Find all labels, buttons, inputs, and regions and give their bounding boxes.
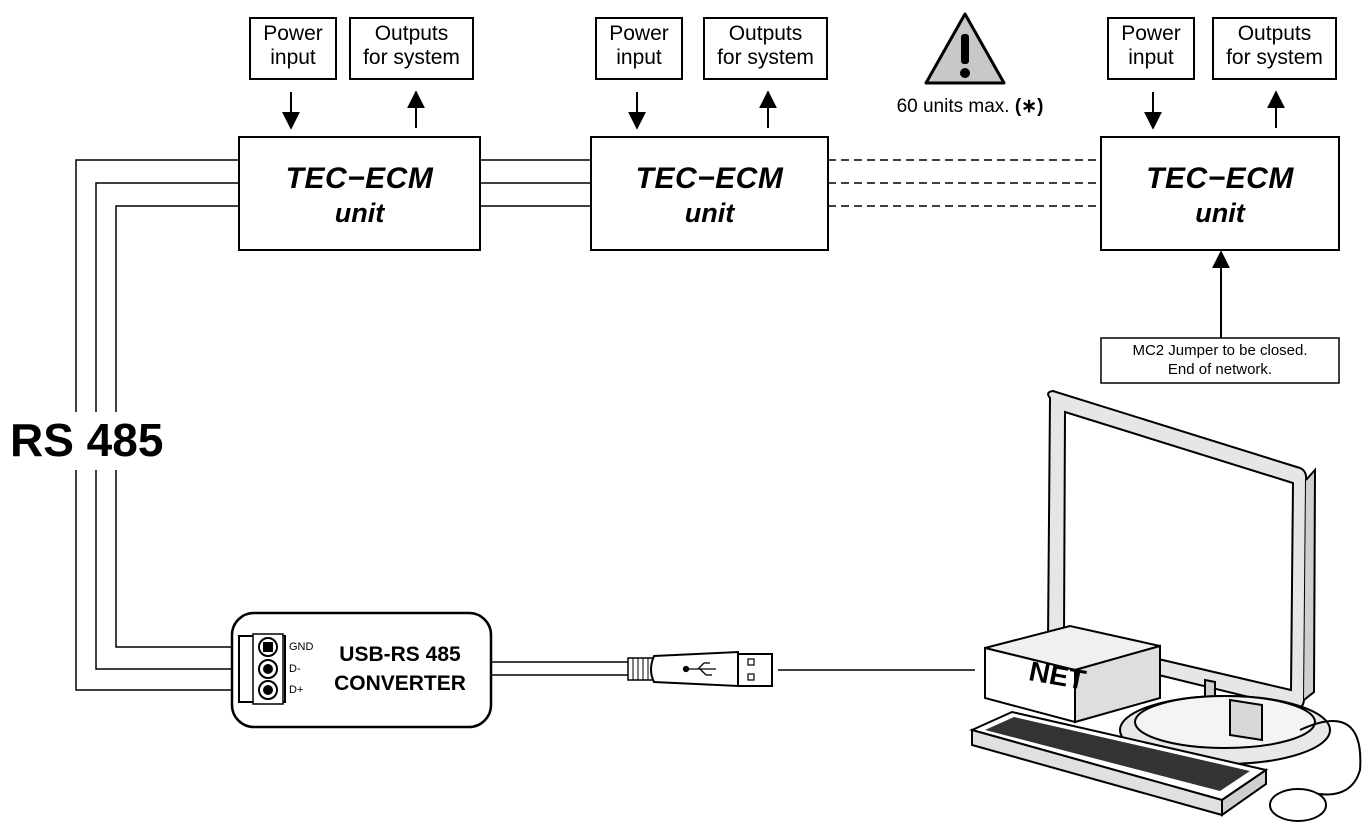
power-input-label: Power input bbox=[1121, 22, 1181, 70]
unit-title: TEC−ECM bbox=[285, 162, 434, 195]
usb-plug-icon bbox=[627, 650, 773, 688]
outputs-label: Outputs for system bbox=[363, 22, 460, 70]
converter-line1: USB-RS 485 bbox=[339, 643, 461, 666]
unit-subtitle: unit bbox=[684, 198, 735, 228]
jumper-note-line1: MC2 Jumper to be closed. bbox=[1132, 342, 1308, 359]
rs485-label-bg bbox=[10, 412, 190, 470]
bus-lines-1-2 bbox=[480, 159, 591, 207]
power-input-box-3 bbox=[1107, 17, 1195, 80]
outputs-label: Outputs for system bbox=[717, 22, 814, 70]
unit-title: TEC−ECM bbox=[635, 162, 784, 195]
power-input-box-2 bbox=[595, 17, 683, 80]
usb-cable bbox=[491, 661, 975, 676]
power-input-label: Power input bbox=[263, 22, 323, 70]
warning-text: 60 units max. (∗) bbox=[870, 96, 1070, 118]
unit-box-3 bbox=[1100, 136, 1340, 251]
pin-dplus-label: D+ bbox=[289, 684, 304, 696]
power-input-box-1 bbox=[249, 17, 337, 80]
bus-lines-dashed bbox=[828, 159, 1101, 207]
computer-illustration bbox=[969, 389, 1362, 822]
unit-box-1 bbox=[238, 136, 481, 251]
bus-label: RS 485 bbox=[10, 414, 164, 466]
io-arrows bbox=[282, 90, 1285, 338]
warning-icon bbox=[924, 12, 1006, 85]
pin-dminus-label: D- bbox=[289, 663, 301, 675]
unit-subtitle: unit bbox=[1195, 198, 1245, 228]
outputs-box-3 bbox=[1212, 17, 1337, 80]
warning-count: 60 units max. bbox=[896, 96, 1010, 117]
outputs-label: Outputs for system bbox=[1226, 22, 1323, 70]
power-input-label: Power input bbox=[609, 22, 669, 70]
unit-title: TEC−ECM bbox=[1146, 162, 1294, 195]
warning-footnote-mark: (∗) bbox=[1014, 96, 1044, 117]
pin-gnd-label: GND bbox=[289, 641, 314, 653]
converter-line2: CONVERTER bbox=[334, 672, 466, 695]
unit-box-2 bbox=[590, 136, 829, 251]
jumper-note-line2: End of network. bbox=[1167, 361, 1273, 378]
jumper-note-box bbox=[1100, 337, 1340, 384]
unit-subtitle: unit bbox=[334, 198, 385, 228]
outputs-box-1 bbox=[349, 17, 474, 80]
outputs-box-2 bbox=[703, 17, 828, 80]
usb-rs485-converter bbox=[230, 611, 493, 729]
